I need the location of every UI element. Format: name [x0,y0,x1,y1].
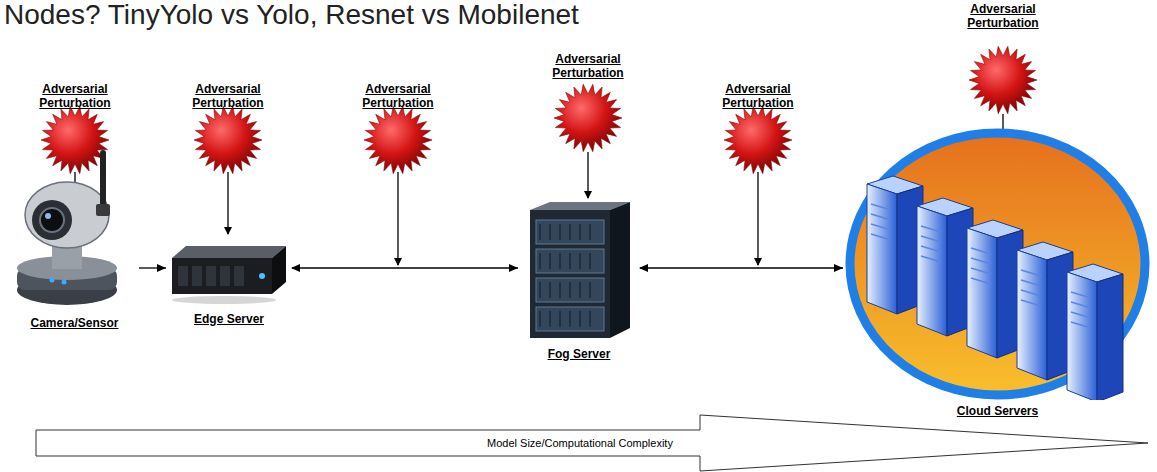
node-caption: Fog Server [520,347,638,361]
node-icon [520,200,638,343]
perturbation-blob [194,106,262,173]
link-arrow [292,267,518,268]
arrow-caption: Model Size/Computational Complexity [487,437,673,449]
node-caption: Edge Server [168,312,290,326]
perturbation-label: Adversarial Perturbation [180,82,276,110]
node-icon [845,128,1150,400]
perturbation-arrow [397,172,398,265]
perturbation-blob [724,106,792,173]
link-arrow [640,267,843,268]
perturbation-arrow [587,152,588,198]
perturbation-label: Adversarial Perturbation [540,52,636,80]
node-icon [12,140,137,312]
edge-server-node: Edge Server [168,238,290,328]
perturbation-label: Adversarial Perturbation [955,2,1051,30]
complexity-arrow: Model Size/Computational Complexity [35,414,1150,472]
camera-node: Camera/Sensor [12,140,137,332]
node-icon [168,238,290,308]
perturbation-blob [364,106,432,173]
heading-text: Nodes? TinyYolo vs Yolo, Resnet vs Mobil… [4,0,579,30]
perturbation-label: Adversarial Perturbation [710,82,806,110]
perturbation-blob [969,46,1037,113]
perturbation-blob [554,84,622,151]
perturbation-arrow [757,172,758,265]
node-caption: Camera/Sensor [12,316,137,330]
cloud-servers-node: Cloud Servers [845,128,1150,420]
node-caption: Cloud Servers [845,404,1150,418]
link-arrow [139,267,166,268]
perturbation-blob [41,106,109,173]
perturbation-arrow [227,172,228,234]
fog-server-node: Fog Server [520,200,638,363]
perturbation-label: Adversarial Perturbation [27,82,123,110]
perturbation-label: Adversarial Perturbation [350,82,446,110]
